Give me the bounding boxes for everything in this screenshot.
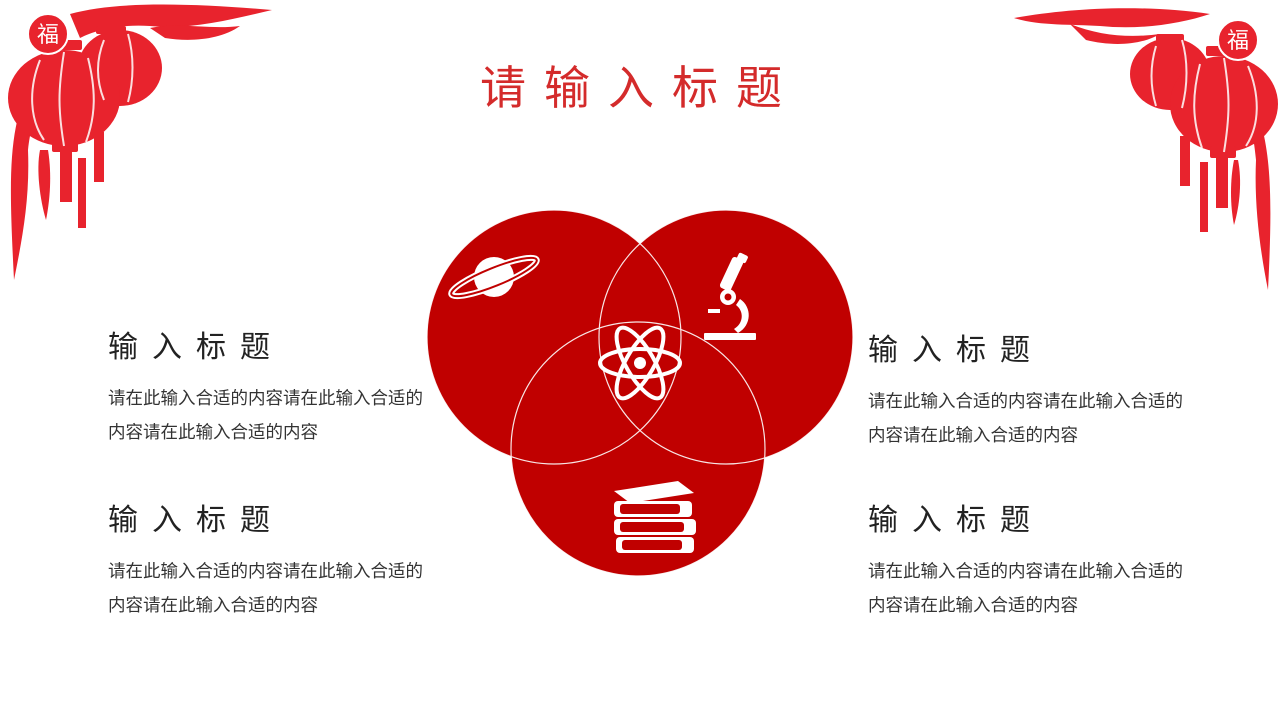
venn-circle-bottom [511, 322, 765, 576]
lantern-decoration-left: 福 [8, 4, 272, 280]
fu-character: 福 [1227, 29, 1249, 54]
block-text: 请在此输入合适的内容请在此输入合适的内容请在此输入合适的内容 [108, 562, 423, 616]
block-heading: 输入标题 [868, 503, 1044, 538]
fu-character: 福 [37, 23, 59, 48]
block-heading: 输入标题 [108, 330, 284, 365]
books-icon [614, 481, 696, 553]
text-block-bottom-right: 输入标题 请在此输入合适的内容请在此输入合适的内容请在此输入合适的内容 [868, 495, 1188, 623]
block-heading: 输入标题 [868, 333, 1044, 368]
venn-diagram [426, 209, 854, 577]
slide-title: 请输入标题 [480, 61, 800, 115]
planet-icon [448, 254, 540, 300]
block-text: 请在此输入合适的内容请在此输入合适的内容请在此输入合适的内容 [108, 389, 423, 443]
microscope-icon [704, 252, 756, 340]
atom-icon [598, 325, 682, 401]
block-heading: 输入标题 [108, 503, 284, 538]
block-text: 请在此输入合适的内容请在此输入合适的内容请在此输入合适的内容 [868, 562, 1183, 616]
text-block-top-right: 输入标题 请在此输入合适的内容请在此输入合适的内容请在此输入合适的内容 [868, 325, 1188, 453]
text-block-bottom-left: 输入标题 请在此输入合适的内容请在此输入合适的内容请在此输入合适的内容 [108, 495, 428, 623]
lantern-decoration-right: 福 [1014, 8, 1278, 290]
text-block-top-left: 输入标题 请在此输入合适的内容请在此输入合适的内容请在此输入合适的内容 [108, 322, 428, 450]
block-text: 请在此输入合适的内容请在此输入合适的内容请在此输入合适的内容 [868, 392, 1183, 446]
